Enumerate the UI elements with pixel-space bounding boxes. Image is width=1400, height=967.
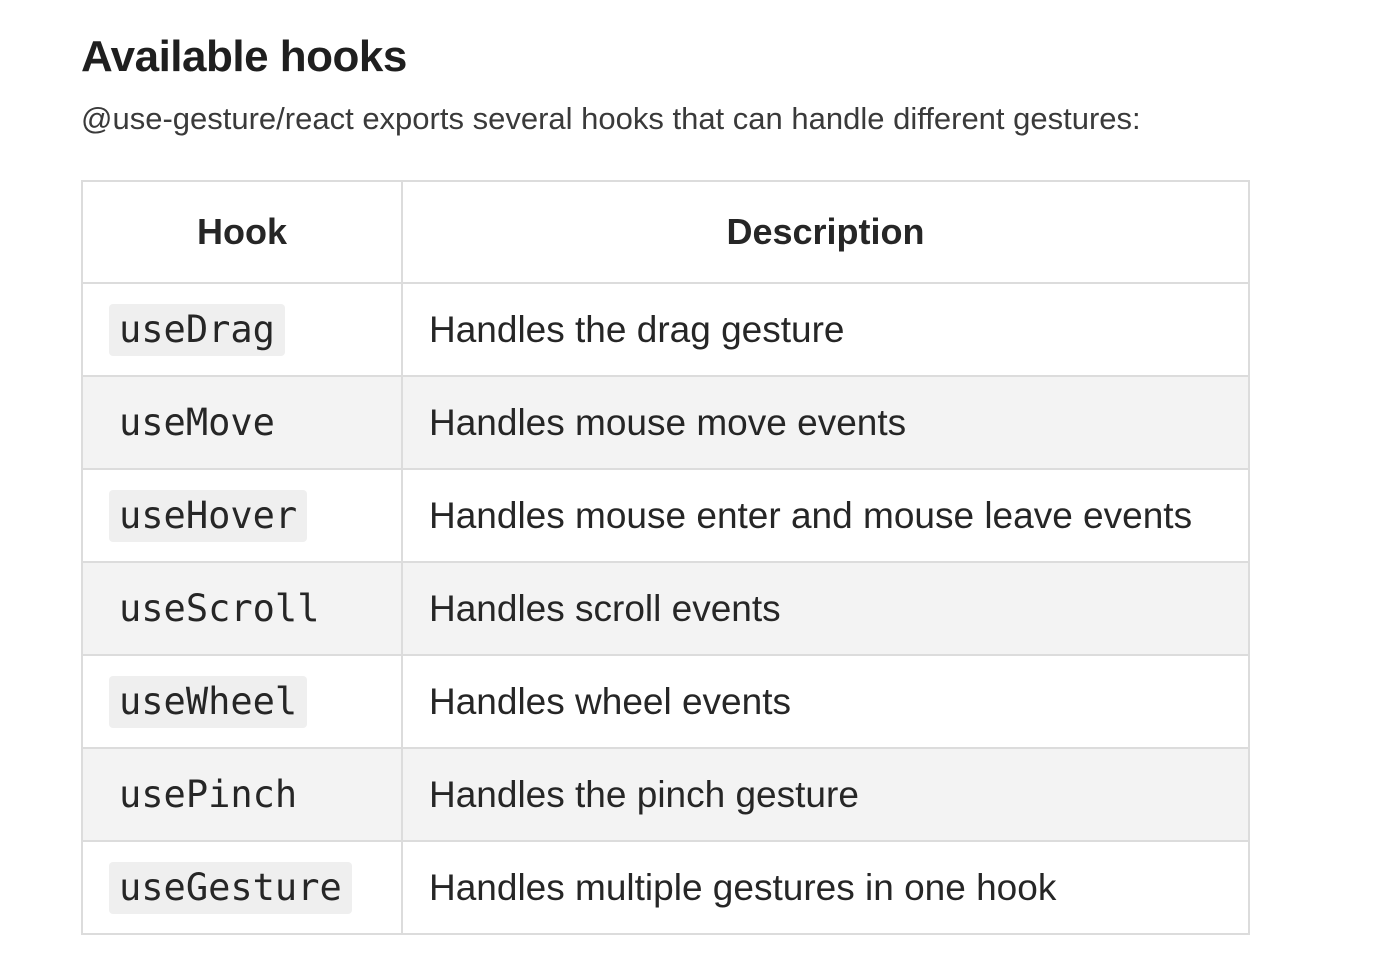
hook-cell: useMove: [81, 375, 403, 470]
description-cell: Handles the drag gesture: [401, 282, 1250, 377]
hook-cell: useHover: [81, 468, 403, 563]
table-row: useScroll Handles scroll events: [81, 561, 1250, 656]
table-row: useMove Handles mouse move events: [81, 375, 1250, 470]
description-cell: Handles wheel events: [401, 654, 1250, 749]
hook-cell: usePinch: [81, 747, 403, 842]
table-row: useDrag Handles the drag gesture: [81, 282, 1250, 377]
hooks-table: Hook Description useDrag Handles the dra…: [81, 180, 1250, 935]
description-cell: Handles mouse move events: [401, 375, 1250, 470]
table-body: useDrag Handles the drag gesture useMove…: [81, 282, 1250, 935]
table-row: useHover Handles mouse enter and mouse l…: [81, 468, 1250, 563]
docs-section: Available hooks @use-gesture/react expor…: [81, 28, 1281, 935]
section-heading: Available hooks: [81, 32, 407, 81]
table-header-row: Hook Description: [81, 180, 1250, 284]
hook-name: useScroll: [109, 582, 330, 635]
hook-name: usePinch: [109, 768, 308, 821]
description-column-header: Description: [401, 180, 1250, 284]
description-cell: Handles multiple gestures in one hook: [401, 840, 1250, 935]
hook-name: useDrag: [109, 303, 285, 356]
hook-column-header: Hook: [81, 180, 403, 284]
hook-cell: useScroll: [81, 561, 403, 656]
table-row: useGesture Handles multiple gestures in …: [81, 840, 1250, 935]
table-row: useWheel Handles wheel events: [81, 654, 1250, 749]
section-intro: @use-gesture/react exports several hooks…: [81, 101, 1141, 136]
hook-cell: useWheel: [81, 654, 403, 749]
hook-name: useMove: [109, 396, 285, 449]
description-cell: Handles mouse enter and mouse leave even…: [401, 468, 1250, 563]
table-row: usePinch Handles the pinch gesture: [81, 747, 1250, 842]
description-cell: Handles scroll events: [401, 561, 1250, 656]
hook-name: useHover: [109, 489, 308, 542]
hook-name: useGesture: [109, 861, 352, 914]
table-header: Hook Description: [81, 180, 1250, 284]
hook-cell: useGesture: [81, 840, 403, 935]
hook-name: useWheel: [109, 675, 308, 728]
description-cell: Handles the pinch gesture: [401, 747, 1250, 842]
hook-cell: useDrag: [81, 282, 403, 377]
